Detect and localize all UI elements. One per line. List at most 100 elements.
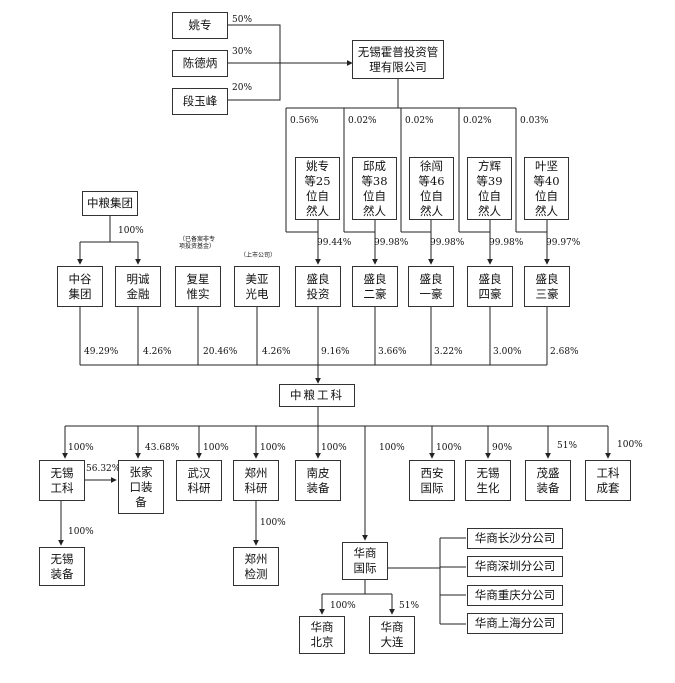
branch-changsha: 华商长沙分公司 [467, 528, 563, 549]
box-text: 中粮集团 [87, 196, 133, 210]
pct-maosheng: 51% [557, 441, 578, 451]
stake-shengliang-sihao: 3.00% [493, 347, 522, 357]
natural-persons-qiucheng: 邱成 等38 位自 然人 [352, 157, 397, 220]
box-text: 无锡 装备 [50, 551, 74, 581]
shengliang-sanhao: 盛良 三豪 [524, 266, 570, 307]
box-text: 邱成 等38 位自 然人 [361, 158, 388, 218]
box-text: 南皮 装备 [306, 465, 330, 495]
zhongliang-gongke: 中粮工科 [279, 384, 355, 407]
pct-chendebing: 30% [232, 47, 253, 57]
box-text: 叶坚 等40 位自 然人 [533, 158, 560, 218]
box-text: 盛良 一豪 [419, 271, 443, 301]
pct-wuxi-gongke: 100% [68, 443, 94, 453]
box-text: 华商深圳分公司 [474, 559, 556, 573]
box-text: 中粮工科 [290, 388, 344, 402]
zhengzhou-research: 郑州 科研 [233, 460, 279, 501]
box-text: 明诚 金融 [126, 271, 150, 301]
wuxi-gongke: 无锡 工科 [39, 460, 85, 501]
pct-huopu-2: 0.02% [348, 116, 377, 126]
natural-persons-xuchuang: 徐闯 等46 位自 然人 [409, 157, 454, 220]
box-text: 武汉 科研 [187, 465, 211, 495]
box-text: 盛良 三豪 [535, 271, 559, 301]
box-text: 陈德炳 [182, 56, 218, 70]
maosheng-equipment: 茂盛 装备 [525, 460, 571, 501]
box-text: 西安 国际 [420, 465, 444, 495]
box-text: 无锡霍普投资管 理有限公司 [357, 44, 439, 74]
meiya-note: （上市公司） [240, 252, 277, 259]
box-text: 华商长沙分公司 [474, 531, 556, 545]
pct-huashang-beijing: 100% [330, 601, 356, 611]
pct-shenghua: 90% [492, 443, 513, 453]
box-text: 中谷 集团 [68, 271, 92, 301]
stake-zhonggu: 49.29% [84, 347, 119, 357]
branch-chongqing: 华商重庆分公司 [467, 585, 563, 606]
box-text: 复星 惟实 [186, 271, 210, 301]
box-text: 华商上海分公司 [474, 616, 556, 630]
pct-np-1: 99.44% [317, 238, 352, 248]
pct-huashang: 100% [379, 443, 405, 453]
mingcheng-finance: 明诚 金融 [115, 266, 161, 307]
pct-huopu-5: 0.03% [520, 116, 549, 126]
zhonggu-group: 中谷 集团 [57, 266, 103, 307]
pct-np-2: 99.98% [374, 238, 409, 248]
box-text: 华商重庆分公司 [474, 588, 556, 602]
zhengzhou-testing: 郑州 检测 [233, 547, 279, 586]
xian-international: 西安 国际 [409, 460, 455, 501]
box-text: 张家 口装 备 [129, 464, 153, 509]
pct-wuxi-to-zhangjiakou: 56.32% [86, 464, 121, 474]
shengliang-sihao: 盛良 四豪 [467, 266, 513, 307]
box-text: 华商 北京 [310, 620, 334, 649]
shengliang-yihao: 盛良 一豪 [408, 266, 454, 307]
pct-cofco-group: 100% [118, 226, 144, 236]
pct-huopu-4: 0.02% [463, 116, 492, 126]
stake-shengliang-sanhao: 2.68% [550, 347, 579, 357]
box-text: 无锡 生化 [476, 465, 500, 495]
wuxi-biochem: 无锡 生化 [465, 460, 511, 501]
huashang-beijing: 华商 北京 [299, 616, 345, 654]
stake-fuxing: 20.46% [203, 347, 238, 357]
gongke-complete-sets: 工科 成套 [585, 460, 631, 501]
shareholder-chendebing: 陈德炳 [172, 50, 228, 77]
pct-wuxi-equipment: 100% [68, 527, 94, 537]
box-text: 无锡 工科 [50, 465, 74, 495]
shengliang-investment: 盛良 投资 [295, 266, 341, 307]
pct-np-4: 99.98% [489, 238, 524, 248]
box-text: 茂盛 装备 [536, 465, 560, 495]
box-text: 盛良 二豪 [363, 271, 387, 301]
pct-zhengzhou: 100% [260, 443, 286, 453]
pct-zhengzhou-testing: 100% [260, 518, 286, 528]
natural-persons-yaozhuan: 姚专 等25 位自 然人 [295, 157, 340, 220]
meiya-optoelectronics: 美亚 光电 [234, 266, 280, 307]
stake-meiya: 4.26% [262, 347, 291, 357]
box-text: 姚专 [188, 18, 212, 32]
stake-shengliang-erhao: 3.66% [378, 347, 407, 357]
branch-shanghai: 华商上海分公司 [467, 613, 563, 634]
pct-xian: 100% [436, 443, 462, 453]
pct-zhangjiakou: 43.68% [145, 443, 180, 453]
wuxi-huopu-company: 无锡霍普投资管 理有限公司 [352, 40, 444, 79]
stake-mingcheng: 4.26% [143, 347, 172, 357]
box-text: 方辉 等39 位自 然人 [476, 158, 503, 218]
box-text: 华商 大连 [380, 620, 404, 649]
cofco-group: 中粮集团 [82, 191, 138, 216]
pct-huashang-dalian: 51% [399, 601, 420, 611]
pct-yaozhuan: 50% [232, 15, 253, 25]
huashang-dalian: 华商 大连 [369, 616, 415, 654]
wuhan-research: 武汉 科研 [176, 460, 222, 501]
branch-shenzhen: 华商深圳分公司 [467, 556, 563, 577]
nanpi-equipment: 南皮 装备 [295, 460, 341, 501]
pct-huopu-3: 0.02% [405, 116, 434, 126]
shengliang-erhao: 盛良 二豪 [352, 266, 398, 307]
pct-wuhan: 100% [203, 443, 229, 453]
box-text: 华商 国际 [353, 546, 377, 575]
box-text: 美亚 光电 [245, 271, 269, 301]
fuxing-weishi: 复星 惟实 [175, 266, 221, 307]
shareholder-yaozhuan: 姚专 [172, 12, 228, 39]
pct-nanpi: 100% [321, 443, 347, 453]
box-text: 郑州 科研 [244, 465, 268, 495]
shareholder-duanyufeng: 段玉峰 [172, 88, 228, 115]
pct-chengtao: 100% [617, 440, 643, 450]
pct-duanyufeng: 20% [232, 83, 253, 93]
